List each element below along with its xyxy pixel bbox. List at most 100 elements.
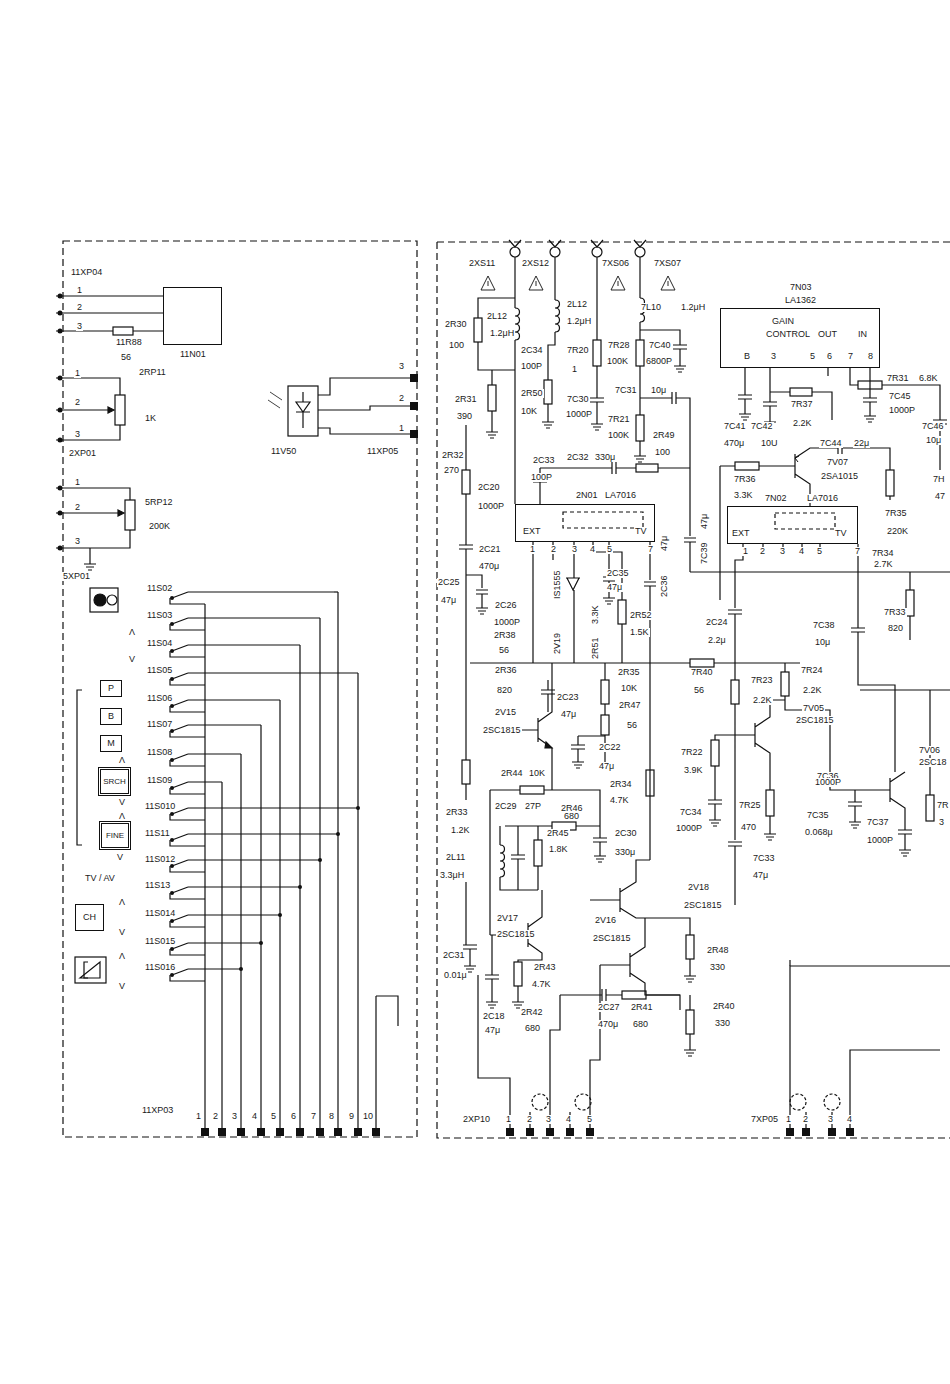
node-text: P bbox=[107, 684, 115, 693]
component-label: 1.2μH bbox=[680, 303, 706, 312]
component-label: 2SC1815 bbox=[795, 716, 835, 725]
component-label: 2 bbox=[76, 303, 83, 312]
component-label: 11S012 bbox=[144, 855, 176, 864]
part-designator: 2N01 bbox=[575, 491, 599, 500]
component-label: 2R47 bbox=[618, 701, 642, 710]
component-label: 390 bbox=[456, 412, 473, 421]
component-label: 4 bbox=[846, 1115, 853, 1124]
component-label: 2R35 bbox=[617, 668, 641, 677]
component-label: 1 bbox=[398, 424, 405, 433]
component-label: 2R38 bbox=[493, 631, 517, 640]
component-label: 4 bbox=[589, 545, 596, 554]
ic-box: 7N02LA7016EXTTV bbox=[727, 506, 858, 544]
component-label: 3.9K bbox=[683, 766, 704, 775]
component-label: 7C33 bbox=[752, 854, 776, 863]
component-label: 1K bbox=[144, 414, 157, 423]
node-text: IN bbox=[857, 330, 868, 339]
component-label: 7C44 bbox=[819, 439, 843, 448]
component-label: 5 bbox=[809, 352, 816, 361]
component-label: 2.2μ bbox=[707, 636, 727, 645]
component-label: 7XP05 bbox=[750, 1115, 779, 1124]
component-label: 4 bbox=[565, 1115, 572, 1124]
component-label: 3 bbox=[770, 352, 777, 361]
component-label: 5 bbox=[816, 547, 823, 556]
component-label: 3 bbox=[938, 818, 945, 827]
component-label: 5 bbox=[270, 1112, 277, 1121]
component-label: 270 bbox=[443, 466, 460, 475]
component-label: 11S08 bbox=[146, 748, 173, 757]
component-label: 22μ bbox=[853, 439, 870, 448]
component-label: 2C36 bbox=[660, 574, 669, 598]
component-label: 10 bbox=[362, 1112, 374, 1121]
component-label: 7 bbox=[854, 547, 861, 556]
component-label: 47μ bbox=[606, 583, 623, 592]
component-label: 7V06 bbox=[918, 746, 941, 755]
component-label: 47μ bbox=[598, 762, 615, 771]
component-label: 3.3K bbox=[591, 604, 600, 625]
component-label: 2C18 bbox=[482, 1012, 506, 1021]
component-label: 3.3K bbox=[733, 491, 754, 500]
component-label: 7C45 bbox=[888, 392, 912, 401]
component-label: 2C21 bbox=[478, 545, 502, 554]
button-key: B bbox=[100, 708, 122, 725]
component-label: 11S04 bbox=[146, 639, 173, 648]
node-text: M bbox=[106, 739, 116, 748]
component-label: 47μ bbox=[440, 596, 457, 605]
component-label: 1 bbox=[742, 547, 749, 556]
component-label: 5XP01 bbox=[62, 572, 91, 581]
component-label: 2 bbox=[802, 1115, 809, 1124]
component-label: 7C39 bbox=[700, 541, 709, 565]
component-label: 47μ bbox=[752, 871, 769, 880]
component-label: 7R22 bbox=[680, 748, 704, 757]
node-text: B bbox=[107, 712, 115, 721]
component-label: 680 bbox=[524, 1024, 541, 1033]
component-label: 11S016 bbox=[144, 963, 176, 972]
component-label: 2R50 bbox=[520, 389, 544, 398]
component-label: 100 bbox=[654, 448, 671, 457]
component-label: 1000P bbox=[675, 824, 703, 833]
component-label: 47μ bbox=[700, 513, 709, 530]
component-label: 7 bbox=[647, 545, 654, 554]
component-label: 2SC1815 bbox=[496, 930, 536, 939]
component-label: 7R35 bbox=[884, 509, 908, 518]
module-box: 11N01 bbox=[163, 287, 222, 345]
component-label: 2R44 bbox=[500, 769, 524, 778]
component-label: 1 bbox=[74, 369, 81, 378]
component-label: 0.01μ bbox=[443, 971, 468, 980]
component-label: 5 bbox=[586, 1115, 593, 1124]
component-label: 11S06 bbox=[146, 694, 173, 703]
component-label: 6 bbox=[290, 1112, 297, 1121]
component-label: 2R48 bbox=[706, 946, 730, 955]
component-label: 11S07 bbox=[146, 720, 173, 729]
component-label: 1000P bbox=[814, 778, 842, 787]
component-label: 7V07 bbox=[826, 458, 849, 467]
node-text: LA1362 bbox=[784, 296, 817, 305]
component-label: 2 bbox=[759, 547, 766, 556]
component-label: 11S010 bbox=[144, 802, 176, 811]
component-label: 100K bbox=[606, 357, 629, 366]
component-label: 2C22 bbox=[598, 743, 622, 752]
component-label: V bbox=[118, 928, 126, 937]
component-label: 6 bbox=[826, 352, 833, 361]
part-designator: 7N02 bbox=[764, 494, 788, 503]
component-label: 2V17 bbox=[496, 914, 519, 923]
component-label: 330μ bbox=[594, 453, 616, 462]
component-label: V bbox=[118, 798, 126, 807]
component-label: V bbox=[128, 655, 136, 664]
component-label: 3 bbox=[231, 1112, 238, 1121]
component-label: 56 bbox=[626, 721, 638, 730]
component-label: 7C37 bbox=[866, 818, 890, 827]
component-label: 10K bbox=[520, 407, 538, 416]
component-label: 3.3μH bbox=[439, 871, 465, 880]
component-label: 2 bbox=[398, 394, 405, 403]
component-label: 11XP03 bbox=[141, 1106, 174, 1115]
component-label: 1 bbox=[785, 1115, 792, 1124]
component-label: 2C34 bbox=[520, 346, 544, 355]
component-label: IS1555 bbox=[553, 569, 562, 600]
component-label: 10K bbox=[528, 769, 546, 778]
component-label: 330 bbox=[709, 963, 726, 972]
component-label: 56 bbox=[120, 353, 132, 362]
component-label: 2XP10 bbox=[462, 1115, 491, 1124]
node-text: TV bbox=[634, 527, 648, 536]
component-label: 47μ bbox=[560, 710, 577, 719]
